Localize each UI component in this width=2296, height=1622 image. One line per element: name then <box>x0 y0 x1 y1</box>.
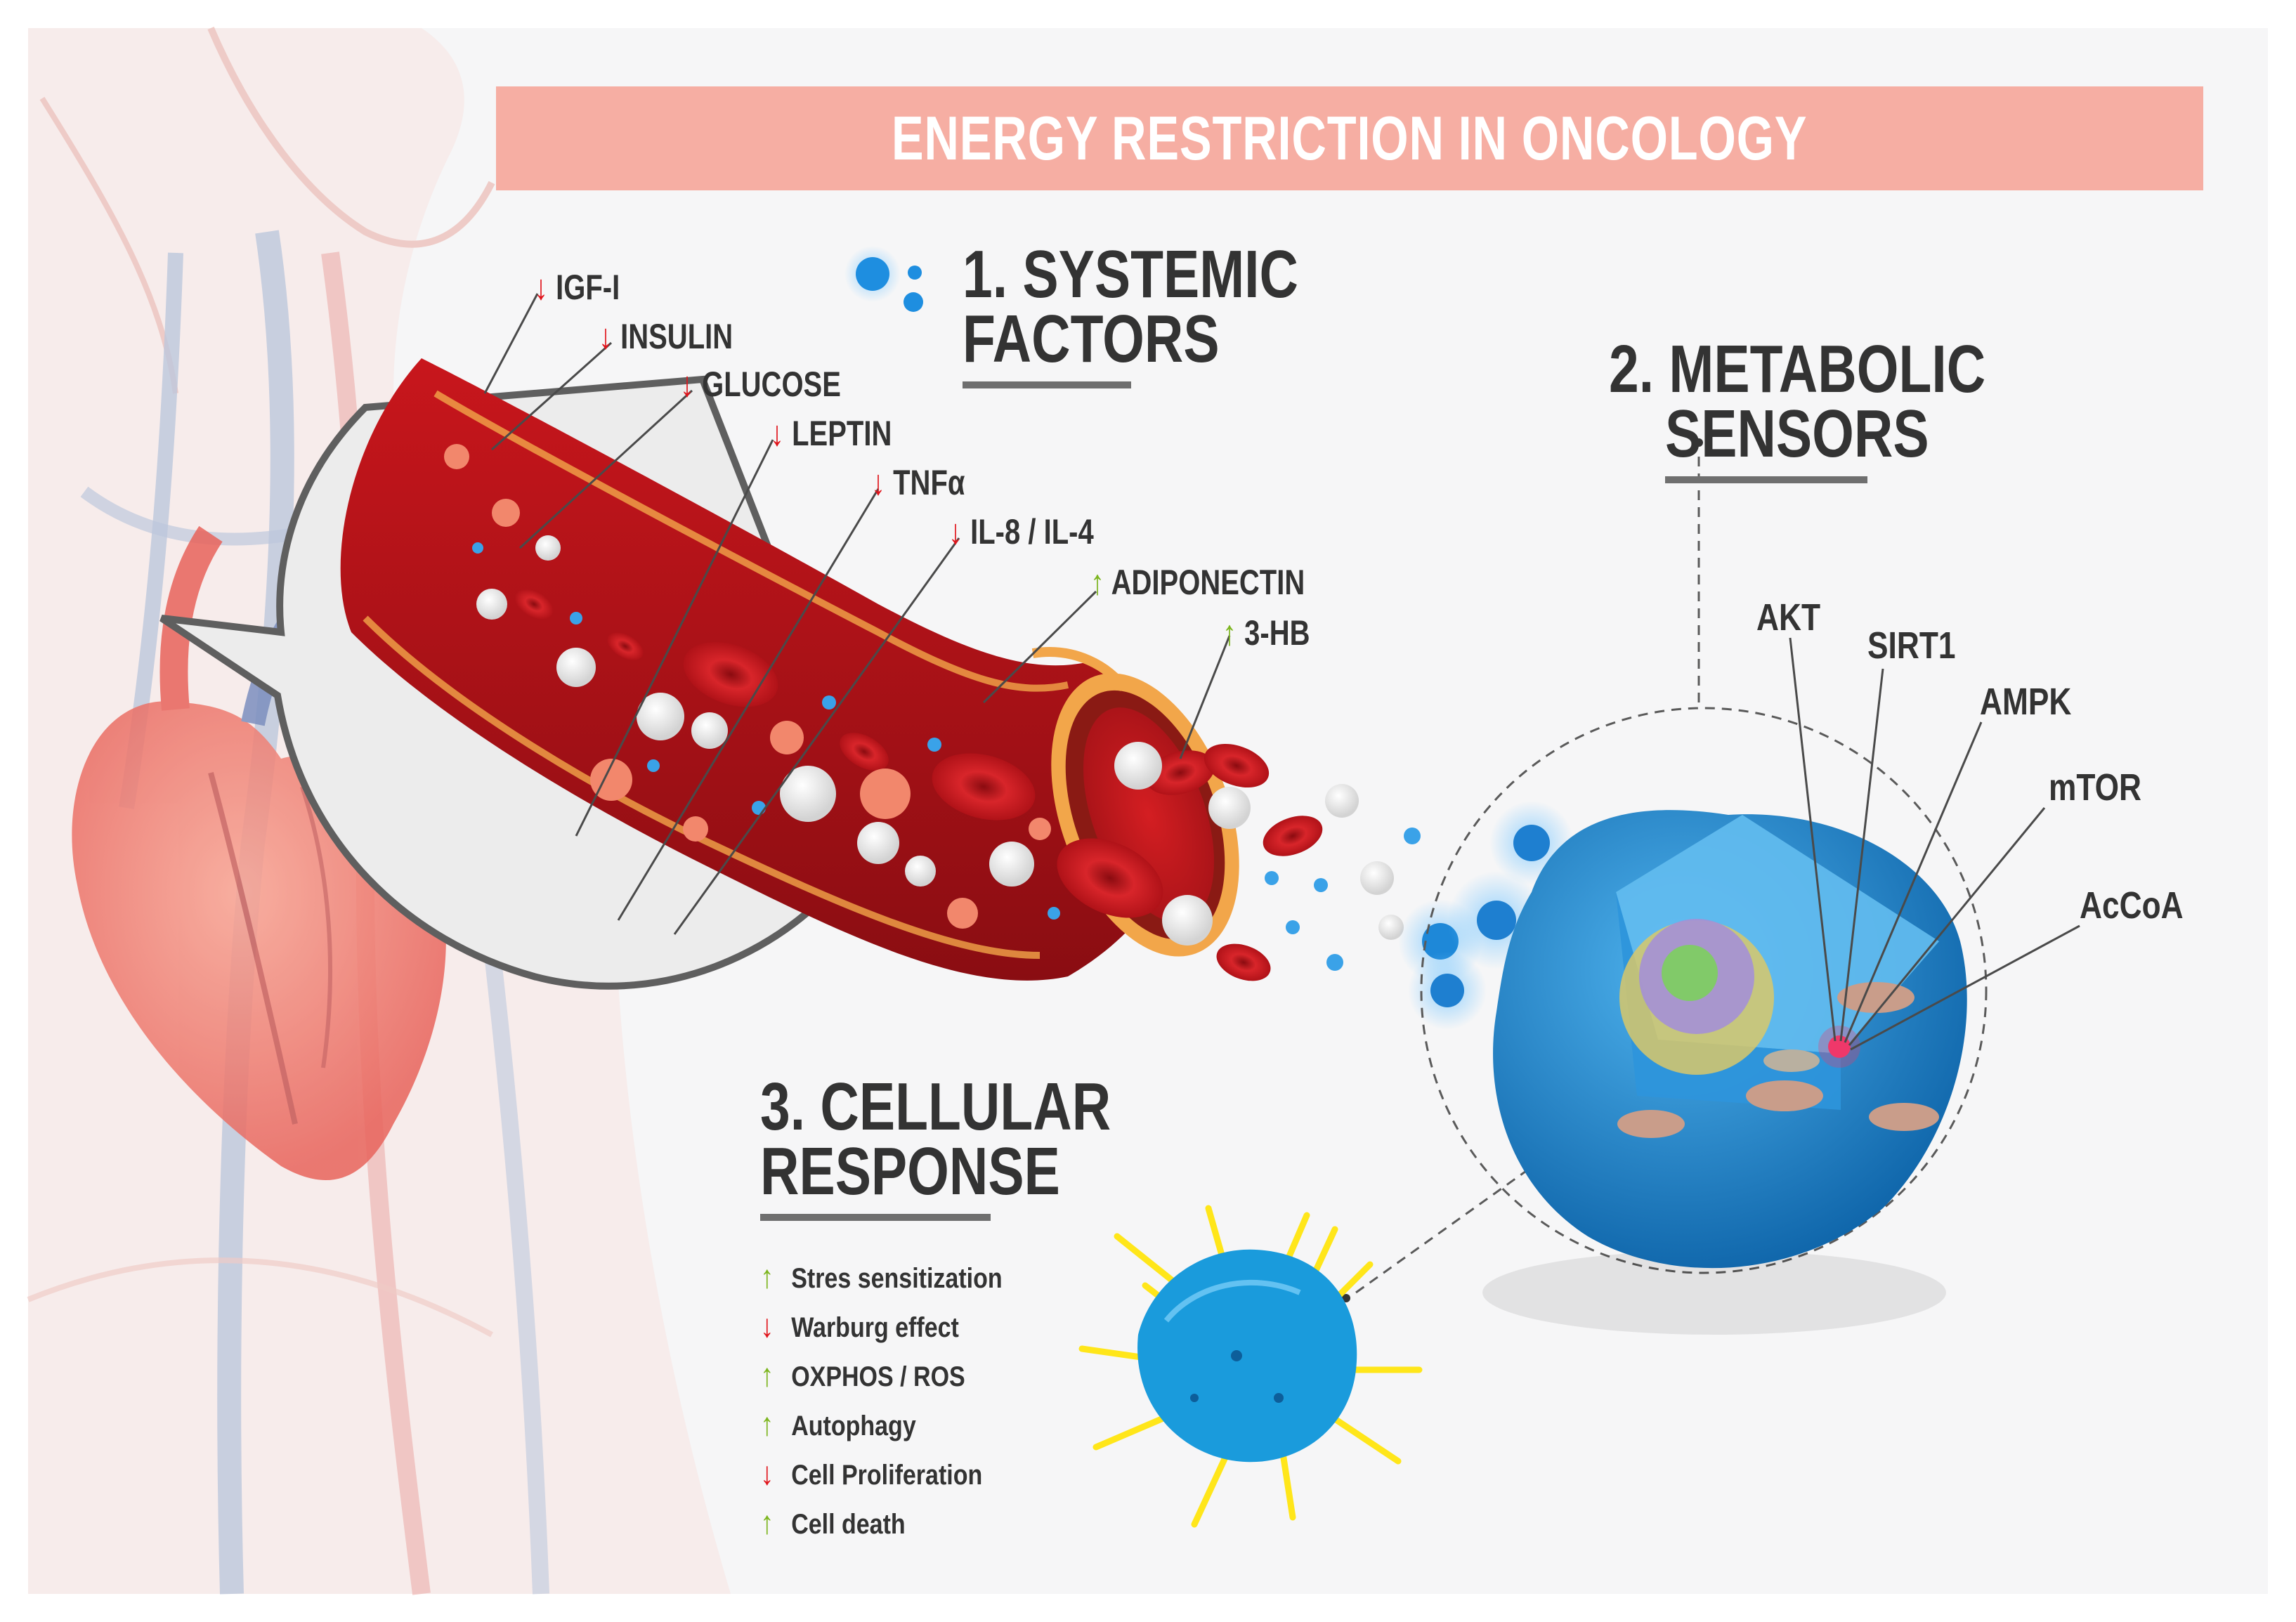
cell-illustration <box>1482 810 1967 1335</box>
factor-glucose: ↓ GLUCOSE <box>680 364 841 405</box>
decrease-arrow-icon: ↓ <box>760 1455 774 1491</box>
factor-tnf-alpha: ↓ TNFα <box>871 462 965 503</box>
increase-arrow-icon: ↑ <box>1222 613 1237 653</box>
decrease-arrow-icon: ↓ <box>599 317 613 356</box>
heading-metabolic-line1: 2. METABOLIC <box>1609 332 1986 407</box>
increase-arrow-icon: ↑ <box>760 1406 774 1442</box>
cancer-cell-illustration <box>1078 1205 1423 1528</box>
decrease-arrow-icon: ↓ <box>871 463 885 502</box>
increase-arrow-icon: ↑ <box>760 1504 774 1541</box>
factor-insulin: ↓ INSULIN <box>599 316 733 357</box>
response-label: Warburg effect <box>791 1312 959 1343</box>
heading-cellular-line2: RESPONSE <box>760 1134 1060 1209</box>
factor-label: LEPTIN <box>792 414 892 453</box>
factor-label: ADIPONECTIN <box>1111 563 1305 602</box>
response-cell-death: ↑ Cell death <box>760 1503 906 1541</box>
response-stress-sensitization: ↑ Stres sensitization <box>760 1257 1003 1295</box>
decrease-arrow-icon: ↓ <box>770 414 784 453</box>
response-label: OXPHOS / ROS <box>791 1361 965 1392</box>
factor-leptin: ↓ LEPTIN <box>770 413 892 454</box>
title-banner: ENERGY RESTRICTION IN ONCOLOGY <box>496 86 2203 190</box>
response-cell-proliferation: ↓ Cell Proliferation <box>760 1454 982 1492</box>
increase-arrow-icon: ↑ <box>760 1356 774 1393</box>
heading-systemic-line1: 1. SYSTEMIC <box>963 237 1298 312</box>
response-label: Stres sensitization <box>791 1263 1003 1294</box>
heading-underline <box>760 1214 991 1221</box>
sensor-leader-lines <box>1789 637 2080 1051</box>
increase-arrow-icon: ↑ <box>760 1258 774 1295</box>
sensor-akt: AKT <box>1756 596 1821 639</box>
factor-il8-il4: ↓ IL-8 / IL-4 <box>948 511 1094 552</box>
response-label: Cell Proliferation <box>791 1460 983 1491</box>
factor-3hb: ↑ 3-HB <box>1222 613 1310 653</box>
sensor-sirt1: SIRT1 <box>1867 624 1956 667</box>
heading-underline <box>963 381 1131 388</box>
decrease-arrow-icon: ↓ <box>948 512 963 551</box>
factor-label: IGF-I <box>556 268 620 307</box>
decrease-arrow-icon: ↓ <box>760 1307 774 1344</box>
increase-arrow-icon: ↑ <box>1090 563 1104 602</box>
page-title: ENERGY RESTRICTION IN ONCOLOGY <box>892 103 1808 173</box>
heading-cellular-response: 3. CELLULAR RESPONSE <box>760 1073 1111 1221</box>
heading-underline <box>1665 476 1867 483</box>
heading-cellular-line1: 3. CELLULAR <box>760 1069 1111 1144</box>
factor-leader-lines <box>483 293 1231 935</box>
sensor-mtor: mTOR <box>2049 766 2142 809</box>
factor-label: IL-8 / IL-4 <box>970 512 1094 551</box>
response-warburg-effect: ↓ Warburg effect <box>760 1307 959 1345</box>
response-autophagy: ↑ Autophagy <box>760 1405 916 1443</box>
decrease-arrow-icon: ↓ <box>534 268 548 307</box>
heading-systemic-factors: 1. SYSTEMIC FACTORS <box>963 241 1298 388</box>
response-label: Cell death <box>791 1509 906 1540</box>
decrease-arrow-icon: ↓ <box>680 365 694 404</box>
response-oxphos-ros: ↑ OXPHOS / ROS <box>760 1356 965 1394</box>
cell-zoom-circle <box>1420 707 1988 1274</box>
factor-label: 3-HB <box>1244 613 1310 653</box>
factor-igf1: ↓ IGF-I <box>534 267 620 308</box>
factor-label: GLUCOSE <box>702 365 841 404</box>
blood-cells <box>444 444 1251 946</box>
factor-label: INSULIN <box>620 317 733 356</box>
sensor-ampk: AMPK <box>1980 681 2072 723</box>
factor-adiponectin: ↑ ADIPONECTIN <box>1090 562 1305 603</box>
systemic-dots-icon <box>844 246 923 312</box>
heading-metabolic-line2: SENSORS <box>1665 396 1929 471</box>
heading-systemic-line2: FACTORS <box>963 301 1220 377</box>
heading-metabolic-sensors: 2. METABOLIC SENSORS <box>1609 336 1985 483</box>
response-label: Autophagy <box>791 1411 916 1441</box>
sensor-accoa: AcCoA <box>2080 884 2184 927</box>
factor-label: TNFα <box>893 463 965 502</box>
